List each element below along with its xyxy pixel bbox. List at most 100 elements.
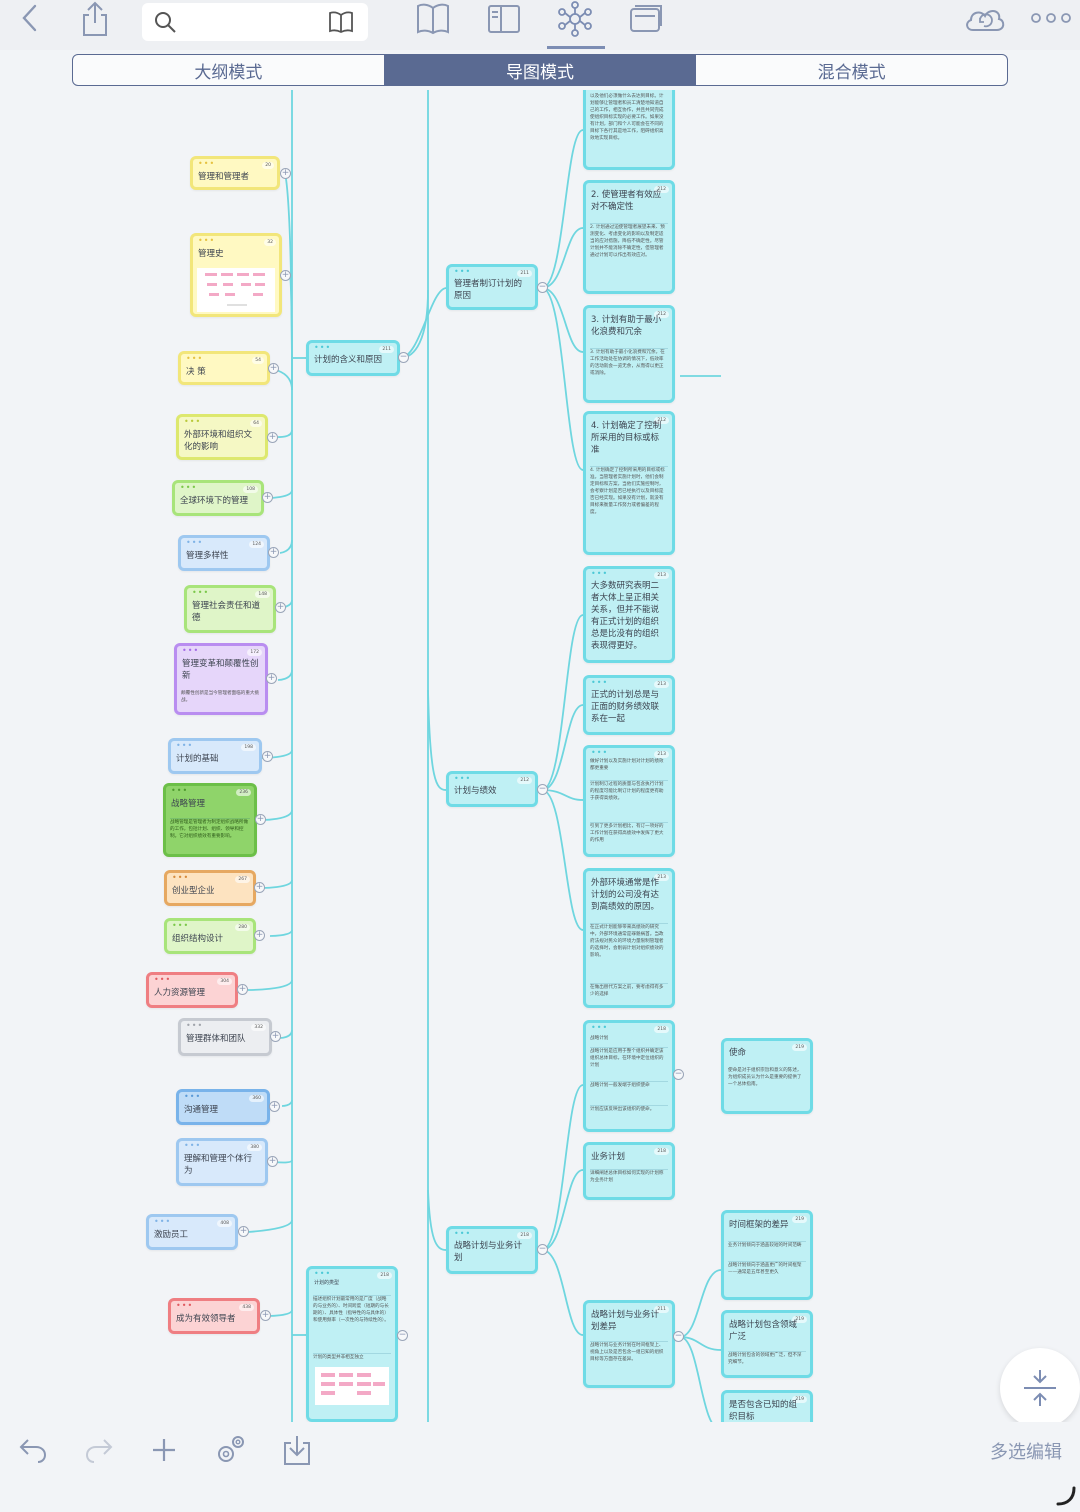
collapse-icon[interactable]: −	[537, 1244, 548, 1255]
node-count: 408	[217, 1220, 232, 1227]
node-reason-1-detail[interactable]: 以及他们必须做什么去达到目标。计划能够让管理者和员工清楚地知道自己的工作，相互协…	[583, 90, 675, 170]
bottom-toolbar	[0, 1422, 1080, 1512]
node-decision[interactable]: ••• 54 决 策	[178, 351, 270, 385]
book-icon[interactable]	[326, 7, 356, 37]
node-count: 198	[241, 744, 256, 751]
node-time-frame[interactable]: 219 时间框架的差异 业务计划倾向于涵盖较短的时间范畴 战略计划倾向于涵盖更广…	[721, 1210, 813, 1300]
node-dots: •••	[182, 646, 200, 655]
search-bar[interactable]	[142, 3, 368, 41]
node-operational-plan[interactable]: 218 业务计划 详细阐述总体目标如何实现的计划称为业务计划	[583, 1142, 675, 1200]
resize-corner-icon	[1056, 1486, 1076, 1506]
node-global-management[interactable]: ••• 108 全球环境下的管理	[172, 480, 264, 516]
expand-icon[interactable]: +	[262, 751, 273, 762]
collapse-icon[interactable]: −	[537, 784, 548, 795]
expand-icon[interactable]: +	[268, 547, 279, 558]
expand-icon[interactable]: +	[254, 882, 265, 893]
tab-outline[interactable]: 大纲模式	[194, 62, 263, 83]
tab-mixed[interactable]: 混合模式	[695, 55, 1007, 85]
collapse-icon[interactable]: −	[673, 1069, 684, 1080]
node-strategic-management[interactable]: ••• 236 战略管理 战略管理是管理者为制定组织战略所做的工作，包括计划、组…	[163, 783, 257, 857]
expand-icon[interactable]: +	[266, 673, 277, 684]
node-planning-meaning[interactable]: ••• 211 计划的含义和原因	[306, 340, 400, 376]
node-title: 2. 使管理者有效应对不确定性	[591, 190, 662, 212]
slides-icon[interactable]	[628, 2, 664, 36]
node-org-structure[interactable]: ••• 280 组织结构设计	[164, 918, 256, 954]
search-icon[interactable]	[150, 7, 180, 37]
node-external-cause[interactable]: 213 外部环境通常是作计划的公司没有达到高绩效的原因。 在正式计划能够带来高绩…	[583, 868, 675, 1008]
node-plan-quality[interactable]: ••• 213 做好计划以及实施计划对计划的绩效都更重要 计划制订过程的质量与包…	[583, 745, 675, 857]
node-count: 212	[517, 777, 532, 784]
collapse-icon[interactable]: −	[537, 282, 548, 293]
tab-mindmap[interactable]: 导图模式	[383, 55, 696, 85]
settings-icon[interactable]	[212, 1432, 248, 1468]
node-effective-leader[interactable]: ••• 438 成为有效领导者	[168, 1298, 260, 1334]
export-icon[interactable]	[280, 1432, 314, 1468]
expand-icon[interactable]: +	[267, 1156, 278, 1167]
expand-icon[interactable]: +	[238, 1226, 249, 1237]
node-title: 计划的基础	[176, 754, 219, 764]
chevron-left-icon[interactable]	[14, 2, 46, 34]
collapse-icon[interactable]: −	[397, 1330, 408, 1341]
add-icon[interactable]	[148, 1434, 180, 1466]
node-individual-behavior[interactable]: ••• 380 理解和管理个体行为	[176, 1138, 268, 1186]
expand-icon[interactable]: +	[237, 984, 248, 995]
node-change-innovation[interactable]: ••• 172 管理变革和颠覆性创新 颠覆性创新是当今管理者面临的重大挑战。	[174, 643, 268, 715]
expand-icon[interactable]: +	[275, 602, 286, 613]
redo-icon[interactable]	[82, 1434, 116, 1466]
cloud-sync-icon[interactable]	[962, 2, 1008, 36]
expand-icon[interactable]: +	[269, 1101, 280, 1112]
expand-icon[interactable]: +	[255, 814, 266, 825]
node-entrepreneurial[interactable]: ••• 267 创业型企业	[164, 870, 256, 906]
node-hr-management[interactable]: ••• 304 人力资源管理	[146, 972, 238, 1008]
collapse-all-button[interactable]	[1000, 1348, 1080, 1428]
collapse-icon[interactable]: −	[398, 352, 409, 363]
outline-book-icon[interactable]	[414, 0, 452, 38]
node-planning-foundations[interactable]: ••• 198 计划的基础	[168, 738, 262, 774]
node-reason-control[interactable]: 212 4. 计划确定了控制所采用的目标或标准 4. 计划确定了控制所采用的目标…	[583, 411, 675, 555]
node-known-goals[interactable]: 219 是否包含已知的组织目标	[721, 1390, 813, 1422]
node-groups-teams[interactable]: ••• 332 管理群体和团队	[178, 1018, 272, 1056]
expand-icon[interactable]: +	[280, 270, 291, 281]
mindmap-canvas[interactable]: ••• 20 管理和管理者 + ••• 32 管理史 + ••• 54 决 策 …	[0, 90, 1080, 1422]
expand-icon[interactable]: +	[267, 432, 278, 443]
node-formal-planning-finance[interactable]: ••• 213 正式的计划总是与正面的财务绩效联系在一起	[583, 675, 675, 735]
node-research-correlation[interactable]: ••• 213 大多数研究表明二者大体上呈正相关关系，但并不能说有正式计划的组织…	[583, 566, 675, 663]
node-mission[interactable]: 219 使命 使命是对于组织宗旨和意义的陈述，为组织成员认为什么是重要的提供了一…	[721, 1038, 813, 1114]
node-external-environment[interactable]: ••• 64 外部环境和组织文化的影响	[176, 414, 268, 460]
expand-icon[interactable]: +	[270, 1031, 281, 1042]
expand-icon[interactable]: +	[262, 492, 273, 503]
node-plan-types[interactable]: ••• 218 计划的类型 描述组织计划最常用的是广度（战略的与业务的）、时间跨…	[306, 1266, 398, 1422]
mindmap-icon[interactable]	[556, 0, 594, 38]
sidebar-layout-icon[interactable]	[486, 2, 522, 36]
node-dots: •••	[591, 678, 609, 687]
node-strategic-vs-operational[interactable]: ••• 218 战略计划与业务计划	[446, 1226, 538, 1274]
share-icon[interactable]	[78, 0, 112, 38]
expand-icon[interactable]: +	[268, 363, 279, 374]
node-note: 计划制订过程的质量与包含执行计划的程度可能比制订计划的程度更有助于获得高绩效。	[590, 780, 668, 820]
node-planning-performance[interactable]: ••• 212 计划与绩效	[446, 771, 538, 807]
node-communication[interactable]: ••• 360 沟通管理	[176, 1089, 270, 1125]
node-strategic-plan[interactable]: ••• 218 战略计划 战略计划是应用于整个组织并确定该组织总体目标，在环境中…	[583, 1020, 675, 1132]
node-management-history[interactable]: ••• 32 管理史	[190, 233, 282, 317]
node-reason-waste[interactable]: 212 3. 计划有助于最小化浪费和冗余 3. 计划有助于最小化浪费和冗余。在工…	[583, 305, 675, 403]
node-note: 做好计划以及实施计划对计划的绩效都更重要	[590, 759, 664, 771]
expand-icon[interactable]: +	[254, 930, 265, 941]
node-plan-differences[interactable]: 211 战略计划与业务计划差异 战略计划与业务计划在时间框架上、视角上以及是否包…	[583, 1300, 675, 1388]
expand-icon[interactable]: +	[260, 1310, 271, 1321]
node-why-managers-plan[interactable]: ••• 211 管理者制订计划的原因	[446, 264, 538, 310]
node-title: 4. 计划确定了控制所采用的目标或标准	[591, 421, 662, 455]
node-motivating-employees[interactable]: ••• 408 激励员工	[146, 1214, 238, 1250]
node-management-and-managers[interactable]: ••• 20 管理和管理者	[190, 156, 280, 190]
node-note: 战略计划与业务计划在时间框架上、视角上以及是否包含一组已知的组织目标等方面存在差…	[590, 1341, 668, 1363]
multi-select-edit-button[interactable]: 多选编辑	[990, 1442, 1062, 1463]
node-diversity[interactable]: ••• 124 管理多样性	[178, 535, 270, 571]
node-scope[interactable]: 219 战略计划包含领域广泛 战略计划包含的领域更广泛，但不深究细节。	[721, 1310, 813, 1378]
node-social-responsibility[interactable]: ••• 148 管理社会责任和道德	[184, 585, 276, 633]
node-dots: •••	[184, 1141, 202, 1150]
embedded-diagram	[315, 1367, 389, 1405]
more-icon[interactable]	[1028, 6, 1074, 30]
expand-icon[interactable]: +	[280, 168, 291, 179]
node-reason-uncertainty[interactable]: 212 2. 使管理者有效应对不确定性 2. 计划通过迫使管理者展望未来、预测变…	[583, 180, 675, 294]
undo-icon[interactable]	[16, 1434, 50, 1466]
collapse-icon[interactable]: −	[673, 1331, 684, 1342]
